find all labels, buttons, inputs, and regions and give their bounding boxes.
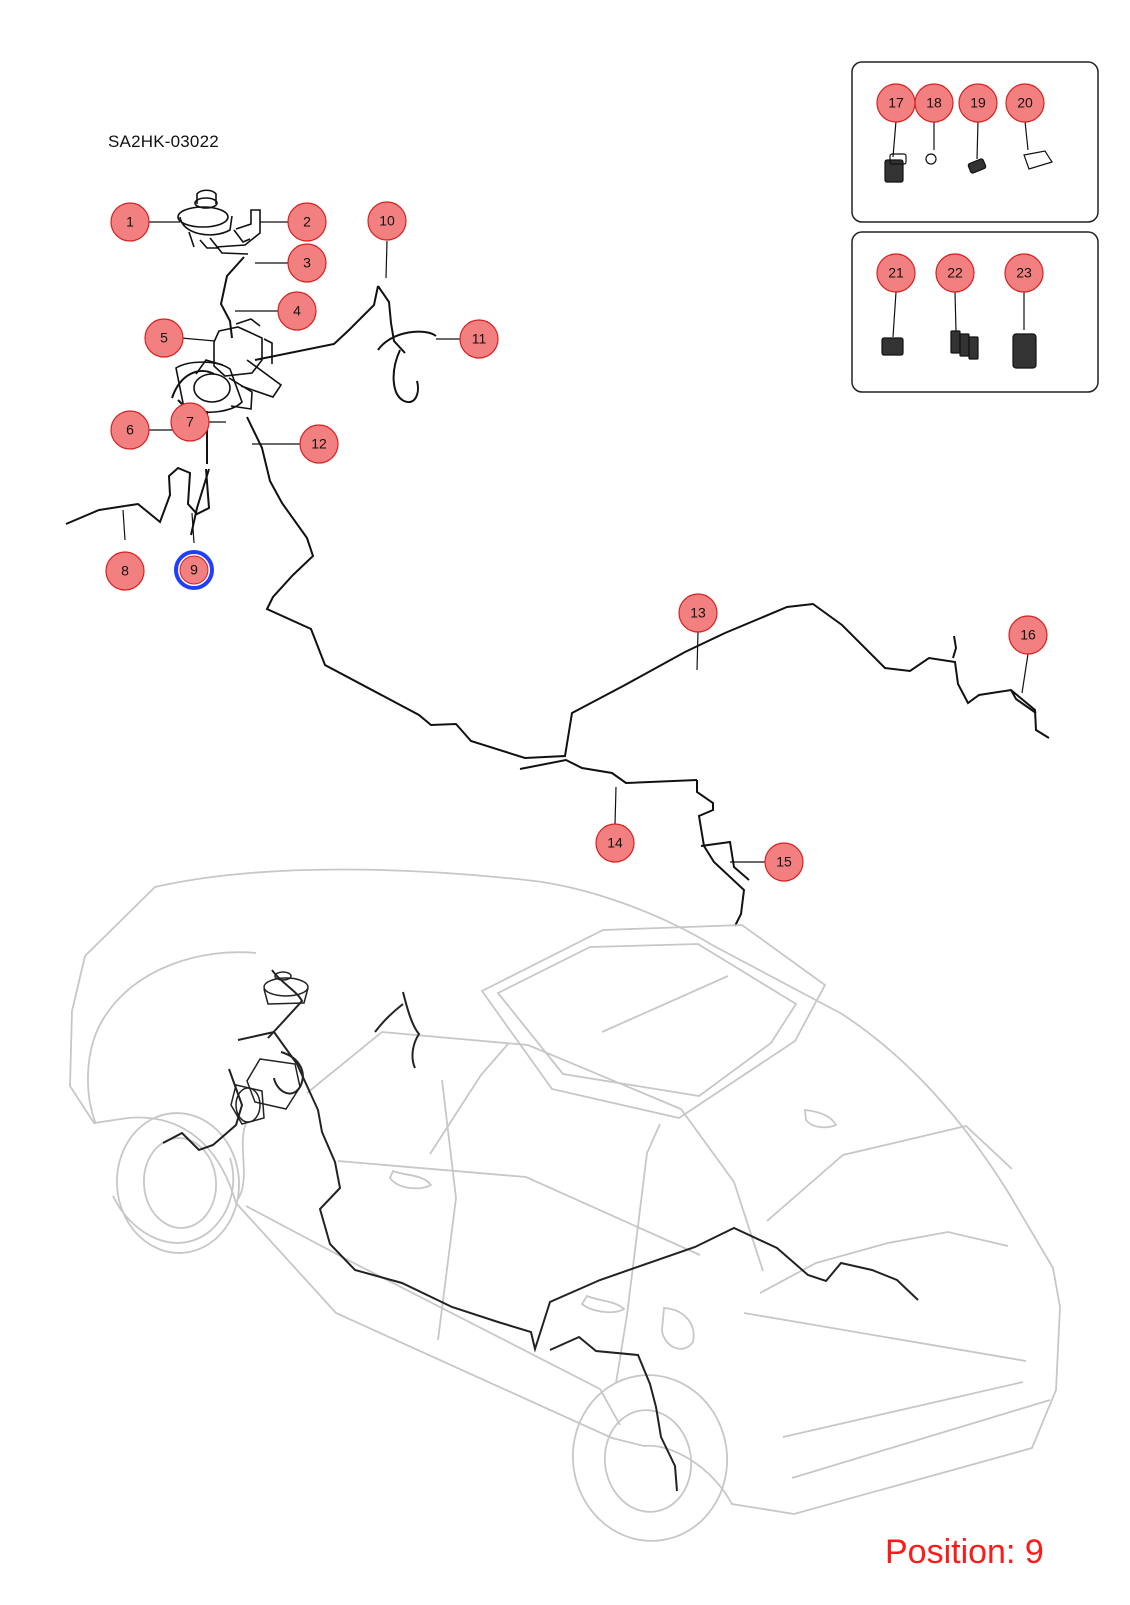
svg-text:21: 21 [888, 265, 904, 281]
svg-text:23: 23 [1016, 265, 1032, 281]
svg-text:13: 13 [690, 605, 706, 621]
callout-14[interactable]: 14 [595, 823, 635, 863]
vehicle-brake-lines [162, 969, 919, 1492]
callout-6[interactable]: 6 [110, 410, 150, 450]
vehicle-abs-module [230, 971, 309, 1125]
callout-17[interactable]: 17 [876, 83, 916, 123]
callout-16[interactable]: 16 [1008, 615, 1048, 655]
svg-text:11: 11 [472, 331, 487, 347]
callout-4[interactable]: 4 [277, 291, 317, 331]
position-label: Position: 9 [885, 1533, 1044, 1571]
callout-12[interactable]: 12 [299, 424, 339, 464]
svg-text:4: 4 [293, 303, 301, 319]
svg-text:14: 14 [607, 835, 623, 851]
master-cylinder-reservoir [177, 189, 261, 255]
svg-text:5: 5 [160, 330, 168, 346]
callout-3[interactable]: 3 [287, 243, 327, 283]
callout-8[interactable]: 8 [105, 551, 145, 591]
svg-text:1: 1 [126, 214, 134, 230]
callout-11[interactable]: 11 [459, 319, 499, 359]
callout-13[interactable]: 13 [678, 593, 718, 633]
callout-10[interactable]: 10 [367, 201, 407, 241]
svg-text:15: 15 [776, 854, 792, 870]
svg-text:6: 6 [126, 422, 134, 438]
svg-text:9: 9 [190, 562, 198, 578]
callout-7[interactable]: 7 [170, 402, 210, 442]
svg-text:16: 16 [1020, 627, 1036, 643]
callout-5[interactable]: 5 [144, 318, 184, 358]
callout-1[interactable]: 1 [110, 202, 150, 242]
svg-text:17: 17 [888, 95, 904, 111]
svg-text:7: 7 [186, 414, 194, 430]
svg-text:19: 19 [970, 95, 986, 111]
svg-text:2: 2 [303, 214, 311, 230]
callout-22[interactable]: 22 [935, 253, 975, 293]
svg-text:8: 8 [121, 563, 129, 579]
callout-2[interactable]: 2 [287, 202, 327, 242]
part-group-box-top [851, 61, 1099, 223]
callout-markers: 1 2 3 4 5 6 7 8 9 10 11 12 13 14 15 16 1… [105, 83, 1048, 882]
svg-text:3: 3 [303, 255, 311, 271]
callout-23[interactable]: 23 [1004, 253, 1044, 293]
callout-9[interactable]: 9 [174, 550, 214, 590]
part-group-box-bottom [851, 231, 1099, 393]
detail-parts [881, 150, 1053, 369]
svg-text:10: 10 [379, 213, 395, 229]
callout-19[interactable]: 19 [958, 83, 998, 123]
callout-15[interactable]: 15 [764, 842, 804, 882]
brake-lines [65, 256, 1050, 927]
callout-20[interactable]: 20 [1005, 83, 1045, 123]
callout-21[interactable]: 21 [876, 253, 916, 293]
vehicle-outline [69, 868, 1061, 1542]
leader-lines [122, 120, 1029, 863]
svg-text:22: 22 [947, 265, 963, 281]
diagram-code: SA2HK-03022 [108, 132, 219, 151]
abs-module [175, 318, 283, 414]
svg-text:20: 20 [1017, 95, 1033, 111]
svg-text:12: 12 [311, 436, 327, 452]
callout-18[interactable]: 18 [914, 83, 954, 123]
svg-text:18: 18 [926, 95, 942, 111]
